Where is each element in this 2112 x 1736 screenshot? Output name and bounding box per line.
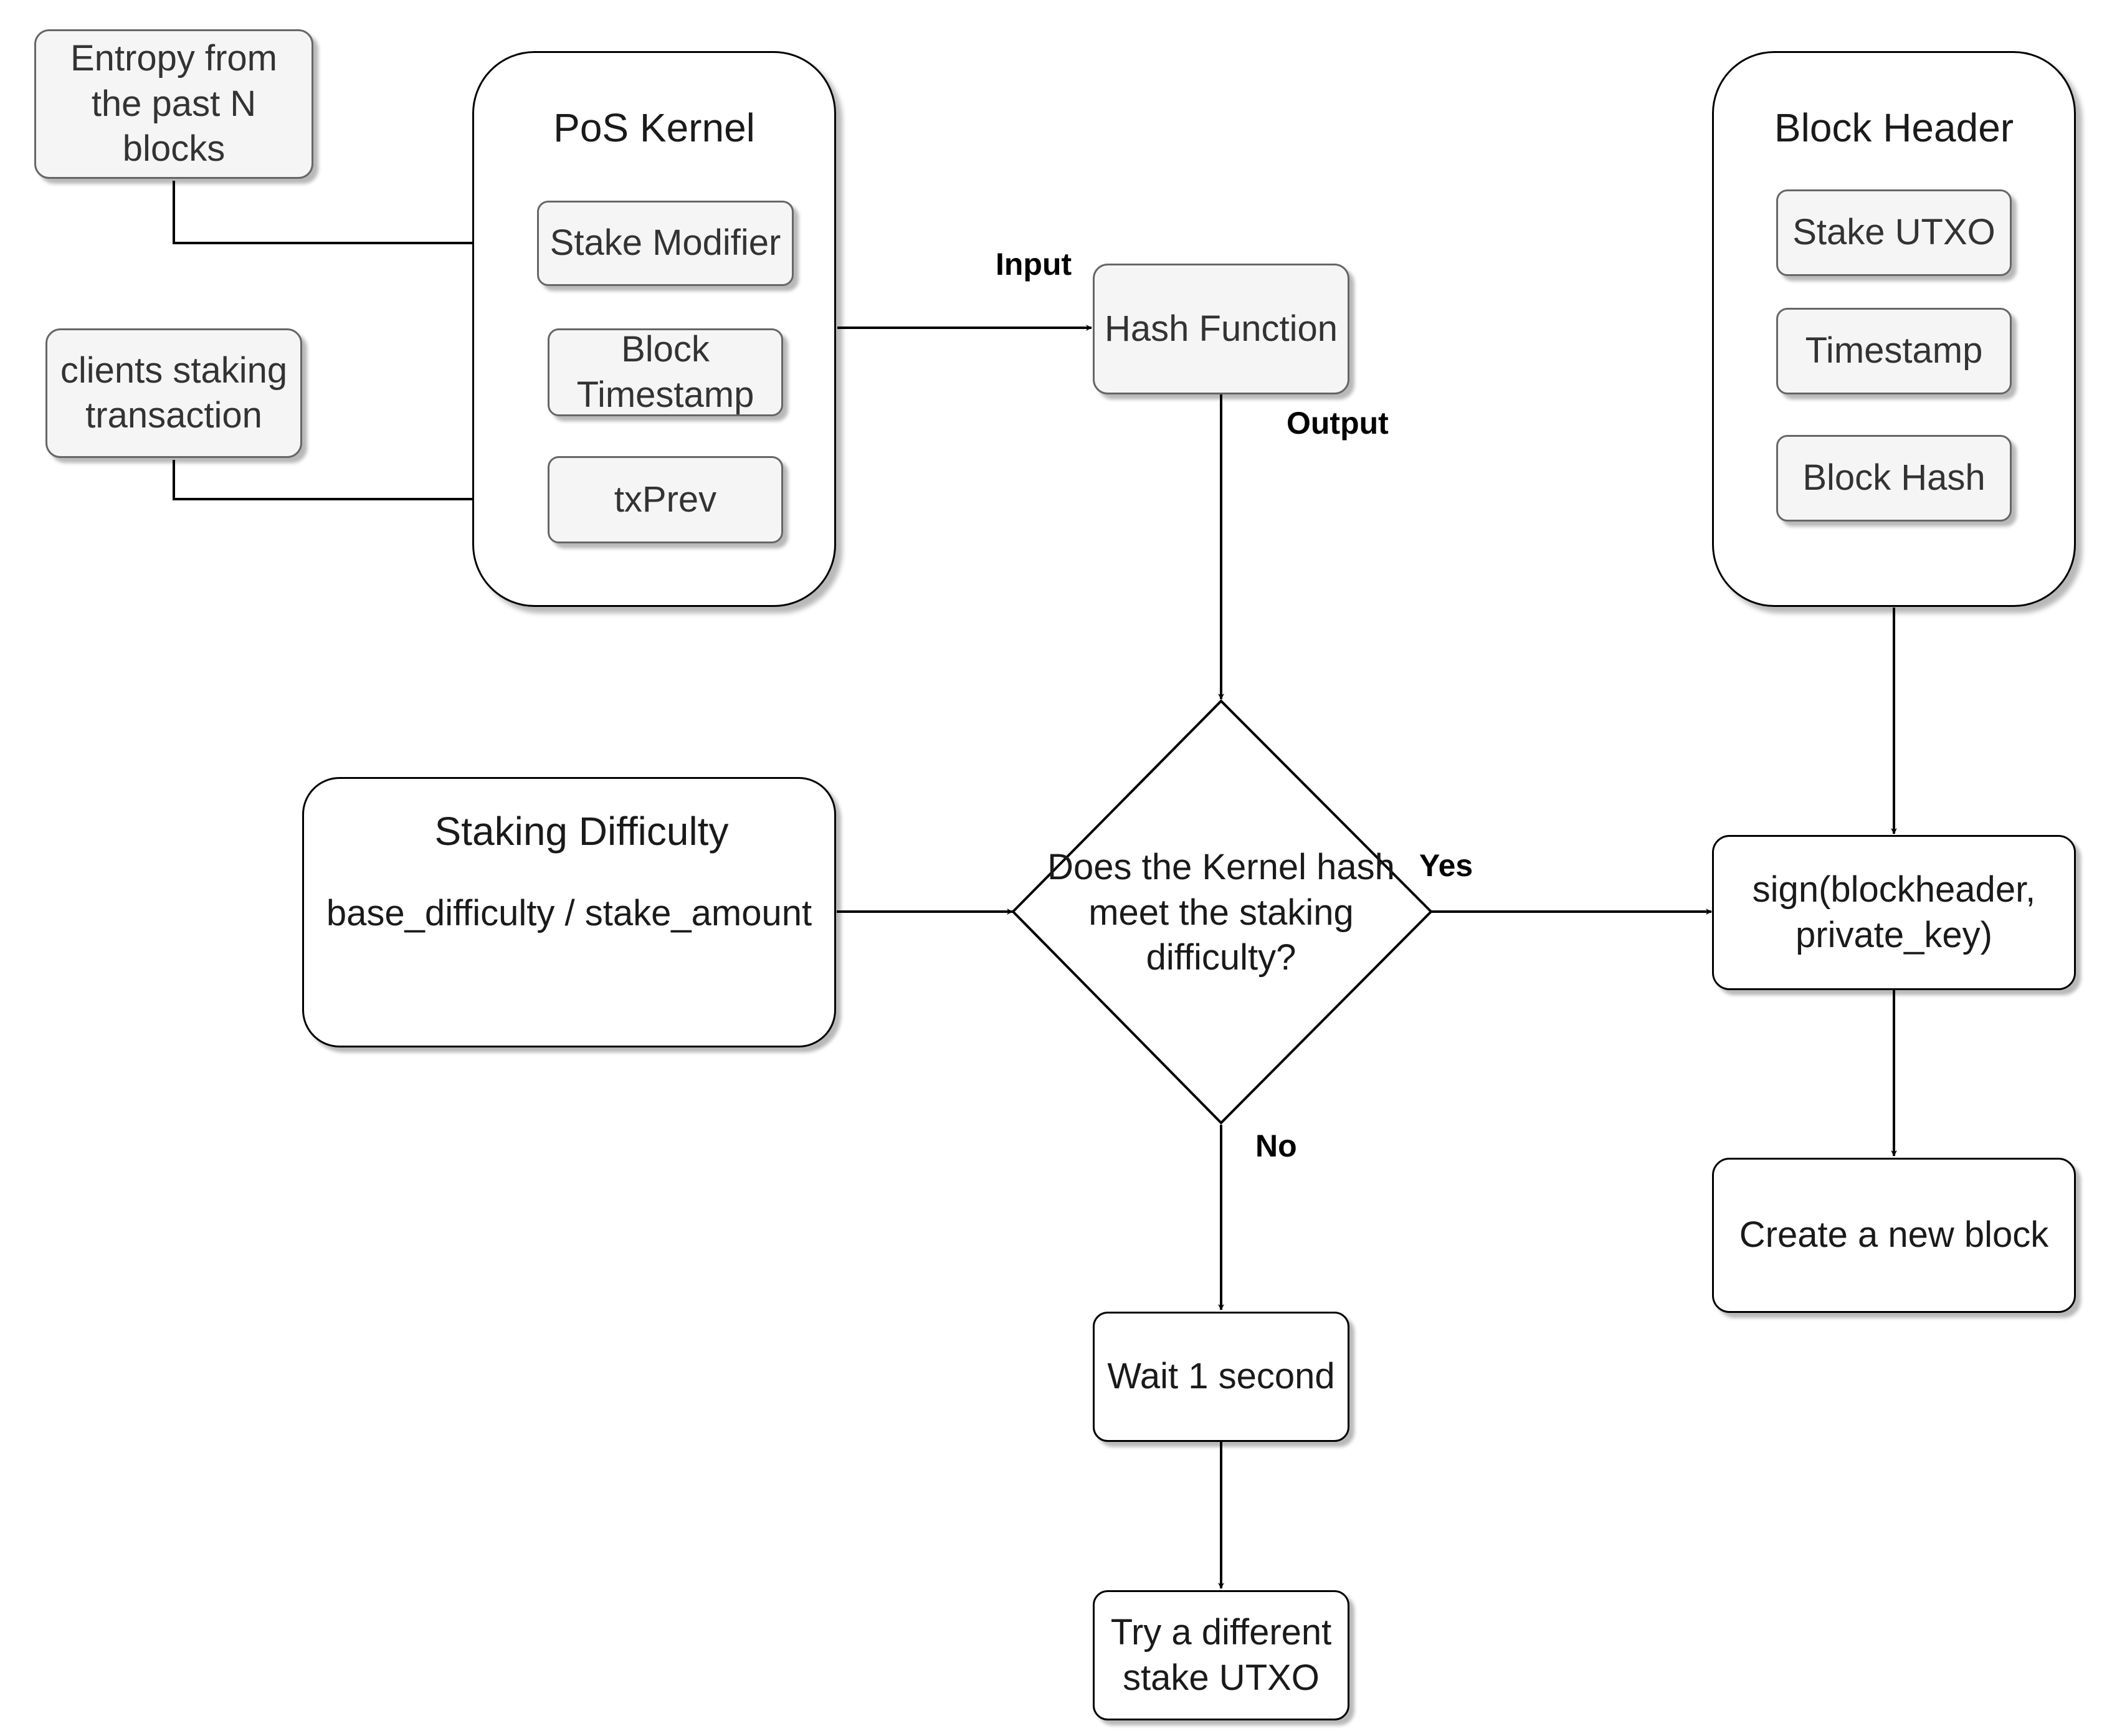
- stake-modifier-box: Stake Modifier: [537, 201, 794, 286]
- staking-difficulty-formula: base_difficulty / stake_amount: [326, 893, 812, 933]
- txprev-label: txPrev: [614, 479, 717, 520]
- timestamp-label: Timestamp: [1805, 330, 1983, 371]
- yes-edge-label: Yes: [1419, 848, 1473, 883]
- stake-utxo-box: Stake UTXO: [1776, 189, 2012, 276]
- clients-staking-box: clients staking transaction: [45, 328, 302, 458]
- wait-box: Wait 1 second: [1093, 1312, 1349, 1442]
- create-block-label: Create a new block: [1739, 1214, 2049, 1256]
- block-timestamp-box: Block Timestamp: [548, 328, 783, 416]
- decision-label: Does the Kernel hash meet the staking di…: [1047, 847, 1395, 978]
- hash-function-box: Hash Function: [1093, 264, 1349, 394]
- no-edge-label: No: [1255, 1128, 1297, 1163]
- sign-label: sign(blockheader, private_key): [1752, 869, 2036, 955]
- edge-entropy-to-stake-modifier: [173, 181, 535, 246]
- hash-function-label: Hash Function: [1105, 308, 1338, 349]
- pos-kernel-title: PoS Kernel: [553, 105, 755, 150]
- block-hash-box: Block Hash: [1776, 435, 2012, 522]
- decision-diamond: [1011, 699, 1433, 1125]
- wait-label: Wait 1 second: [1107, 1356, 1335, 1397]
- input-edge-label: Input: [996, 247, 1072, 282]
- create-block-box: Create a new block: [1712, 1158, 2076, 1313]
- decision-text: Does the Kernel hash meet the staking di…: [1022, 835, 1420, 991]
- block-header-title: Block Header: [1774, 105, 2014, 150]
- staking-difficulty-title: Staking Difficulty: [434, 809, 729, 854]
- edge-clients-to-txprev: [173, 460, 547, 502]
- stake-utxo-label: Stake UTXO: [1792, 212, 1995, 253]
- block-hash-label: Block Hash: [1802, 457, 1986, 498]
- txprev-box: txPrev: [548, 456, 783, 543]
- staking-difficulty-box: Staking Difficulty base_difficulty / sta…: [302, 777, 836, 1047]
- entropy-label: Entropy from the past N blocks: [70, 38, 277, 169]
- block-timestamp-label: Block Timestamp: [576, 329, 754, 415]
- sign-box: sign(blockheader, private_key): [1712, 835, 2076, 990]
- entropy-box: Entropy from the past N blocks: [34, 29, 313, 179]
- output-edge-label: Output: [1287, 406, 1389, 441]
- try-different-label: Try a different stake UTXO: [1110, 1612, 1332, 1698]
- stake-modifier-label: Stake Modifier: [549, 222, 781, 264]
- clients-staking-label: clients staking transaction: [60, 350, 288, 436]
- timestamp-box: Timestamp: [1776, 308, 2012, 394]
- try-different-box: Try a different stake UTXO: [1093, 1590, 1349, 1720]
